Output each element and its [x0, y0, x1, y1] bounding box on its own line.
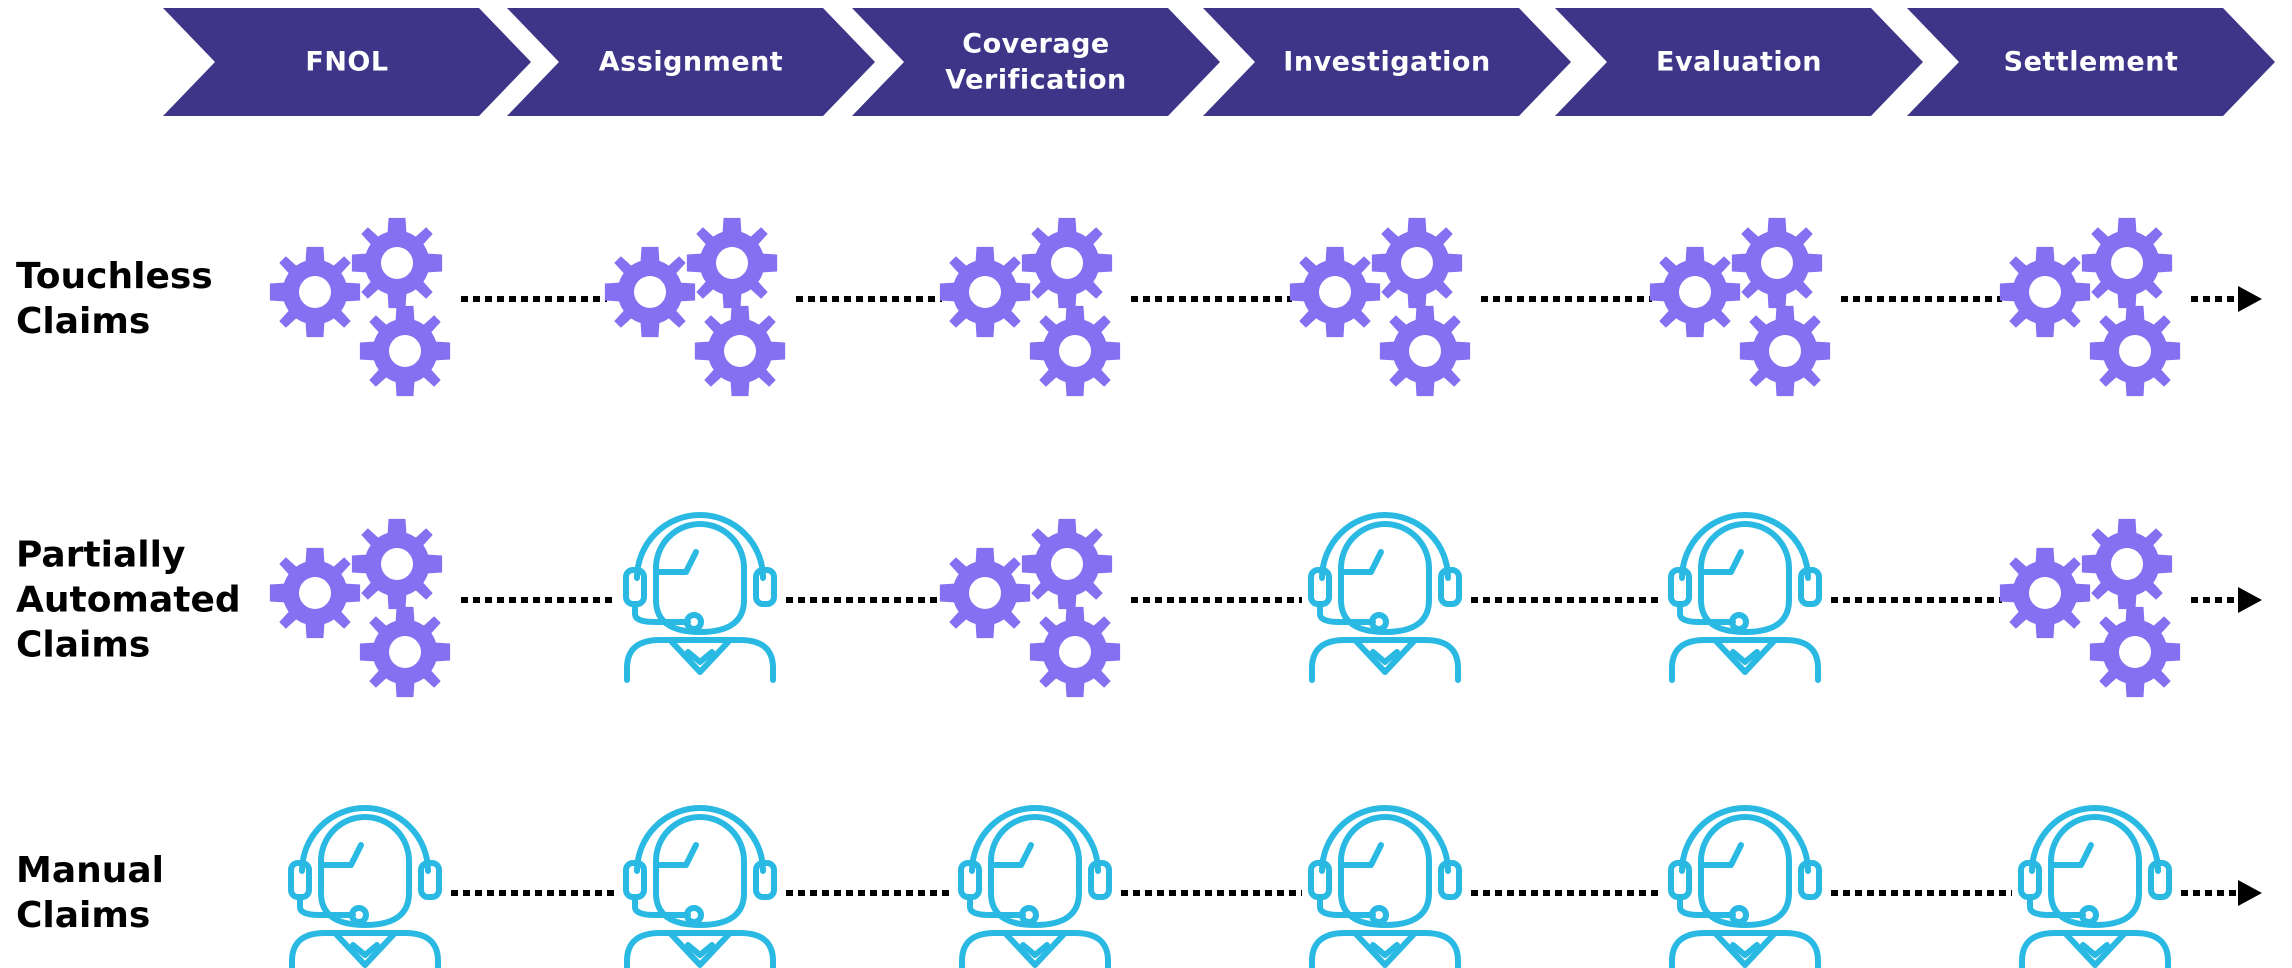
gear-icon [2081, 217, 2173, 309]
gears-icon [604, 217, 786, 397]
stage-chevron [852, 8, 1220, 116]
stage-label: Settlement [2004, 47, 2179, 78]
agent-headset-icon [1668, 805, 1822, 968]
agent-headset-icon [623, 512, 777, 683]
row-label-touchless-claims: Touchless [16, 256, 213, 297]
gears-icon [939, 217, 1121, 397]
gears-icon [939, 518, 1121, 698]
gears-icon [269, 518, 451, 698]
gear-icon [1739, 305, 1831, 397]
stage-chevron [1555, 8, 1923, 116]
stage-settlement: Settlement [1907, 8, 2275, 116]
agent-headset-icon [623, 805, 777, 968]
arrowhead-icon [2238, 286, 2262, 312]
gears-icon [1999, 217, 2181, 397]
row-label-partially-automated-claims: Partially [16, 535, 185, 576]
gears-icon [1649, 217, 1831, 397]
agent-headset-icon [2018, 805, 2172, 968]
gear-icon [604, 246, 696, 338]
stage-chevron [507, 8, 875, 116]
stage-label: Verification [945, 65, 1126, 96]
arrowhead-icon [2238, 880, 2262, 906]
gear-icon [1029, 606, 1121, 698]
gear-icon [351, 217, 443, 309]
row-label-partially-automated-claims: Automated [16, 580, 241, 621]
row-label-manual-claims: Manual [16, 850, 164, 891]
gear-icon [694, 305, 786, 397]
stage-chevron [163, 8, 531, 116]
agent-headset-icon [1668, 512, 1822, 683]
gear-icon [1029, 305, 1121, 397]
arrowhead-icon [2238, 587, 2262, 613]
stage-label: Evaluation [1656, 47, 1822, 78]
agent-headset-icon [958, 805, 1112, 968]
gear-icon [939, 246, 1031, 338]
stage-chevron [1907, 8, 2275, 116]
stage-investigation: Investigation [1203, 8, 1571, 116]
row-label-touchless-claims: Claims [16, 301, 150, 342]
gear-icon [359, 305, 451, 397]
gear-icon [2089, 305, 2181, 397]
gear-icon [1021, 217, 1113, 309]
stage-evaluation: Evaluation [1555, 8, 1923, 116]
stage-fnol: FNOL [163, 8, 531, 116]
agent-headset-icon [1308, 512, 1462, 683]
gear-icon [1021, 518, 1113, 610]
gear-icon [1289, 246, 1381, 338]
agent-headset-icon [288, 805, 442, 968]
agent-headset-icon [1308, 805, 1462, 968]
gear-icon [1379, 305, 1471, 397]
stage-label: Assignment [599, 47, 783, 78]
gear-icon [686, 217, 778, 309]
gear-icon [1999, 547, 2091, 639]
gears-icon [1999, 518, 2181, 698]
gears-icon [269, 217, 451, 397]
gear-icon [359, 606, 451, 698]
gear-icon [269, 246, 361, 338]
stage-label: Investigation [1283, 47, 1490, 78]
stage-assignment: Assignment [507, 8, 875, 116]
gears-icon [1289, 217, 1471, 397]
gear-icon [2089, 606, 2181, 698]
stage-chevron [1203, 8, 1571, 116]
gear-icon [2081, 518, 2173, 610]
gear-icon [1999, 246, 2091, 338]
stage-label: FNOL [305, 47, 388, 78]
stage-label: Coverage [962, 29, 1109, 60]
gear-icon [1371, 217, 1463, 309]
gear-icon [269, 547, 361, 639]
row-label-partially-automated-claims: Claims [16, 625, 150, 666]
gear-icon [1649, 246, 1741, 338]
row-label-manual-claims: Claims [16, 895, 150, 936]
gear-icon [939, 547, 1031, 639]
gear-icon [1731, 217, 1823, 309]
gear-icon [351, 518, 443, 610]
